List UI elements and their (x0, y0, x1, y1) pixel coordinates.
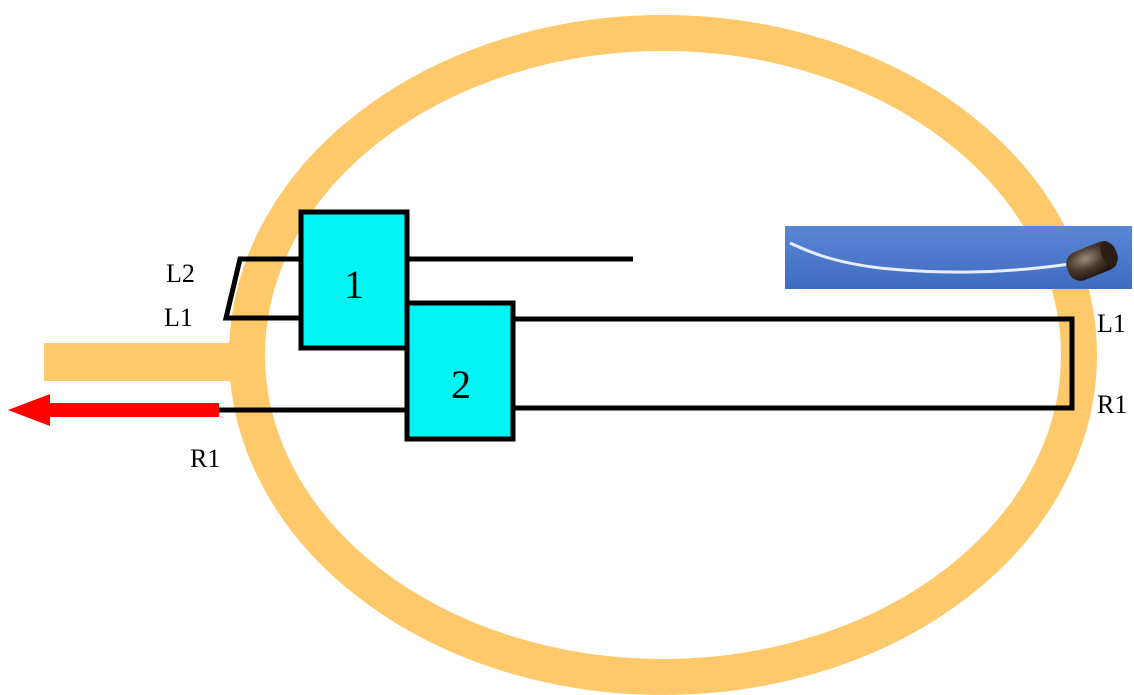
wire-l2 (222, 256, 301, 321)
box-1: 1 (298, 209, 410, 351)
probe-photo (785, 226, 1132, 289)
label-l1-left: L1 (164, 303, 193, 332)
box-1-label: 1 (344, 262, 364, 307)
label-l1-right: L1 (1097, 309, 1126, 338)
wire-l1 (513, 316, 1075, 411)
wires (218, 256, 1075, 413)
catheter-probe-photo-icon (789, 241, 1071, 274)
box-2-label: 2 (451, 362, 471, 407)
ring (229, 15, 1097, 695)
tube (44, 343, 254, 381)
label-l2-left: L2 (166, 259, 195, 288)
box-2: 2 (404, 300, 516, 442)
label-r1-left: R1 (190, 444, 220, 473)
label-r1-right: R1 (1097, 390, 1127, 419)
left-arrow-icon (8, 394, 219, 426)
